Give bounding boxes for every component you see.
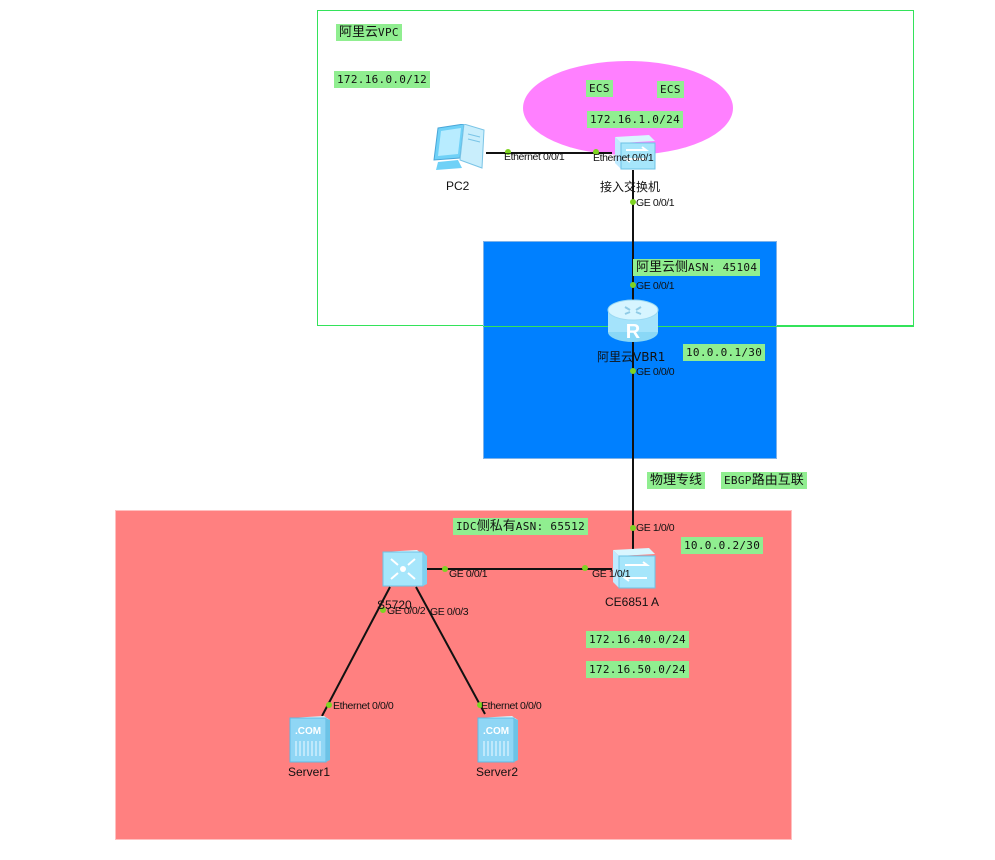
port-dot: [477, 702, 483, 708]
port-label-server1-eth: Ethernet 0/0/0: [333, 700, 394, 712]
vbr1-device[interactable]: R: [607, 298, 659, 349]
link-s5720-server2: [415, 586, 486, 715]
port-dot: [630, 368, 636, 374]
ce-ip-tag: 10.0.0.2/30: [681, 537, 764, 554]
port-label-sw-ge: GE 0/0/1: [636, 197, 675, 209]
port-label-s5720-ge3: GE 0/0/3: [430, 606, 469, 618]
ecs-cidr-tag: 172.16.1.0/24: [587, 111, 683, 128]
ebgp-tag: EBGP路由互联: [721, 472, 807, 489]
vpc-title-latin: VPC: [378, 26, 399, 39]
switch-icon: [613, 548, 656, 589]
port-label-ce-ge100: GE 1/0/0: [636, 522, 675, 534]
port-label-s5720-ge2: GE 0/0/2: [387, 605, 426, 617]
port-dot: [505, 149, 511, 155]
port-label-sw-eth: Ethernet 0/0/1: [593, 152, 654, 164]
vpc-cidr-tag: 172.16.0.0/12: [334, 71, 430, 88]
server-icon: .COM: [477, 716, 518, 763]
idc-asn-cjk: 侧私有: [476, 519, 516, 534]
access-switch-label: 接入交换机: [600, 180, 661, 194]
port-dot: [326, 702, 332, 708]
idc-asn-tag: IDC侧私有ASN: 65512: [453, 518, 589, 535]
ecs-tag-1: ECS: [586, 80, 613, 97]
port-label-pc2-eth: Ethernet 0/0/1: [504, 151, 565, 163]
physical-line-text: 物理专线: [650, 473, 703, 488]
server1-label: Server1: [288, 765, 331, 779]
ce6851-device[interactable]: [611, 546, 657, 595]
port-label-ce-ge101: GE 1/0/1: [592, 568, 631, 580]
vpc-title-tag: 阿里云VPC: [336, 24, 402, 41]
idc-asn-prefix: IDC: [456, 520, 477, 533]
ebgp-cjk: 路由互联: [751, 473, 804, 488]
server2-badge: .COM: [483, 726, 509, 737]
link-s5720-server1: [321, 586, 391, 717]
pc2-label: PC2: [446, 179, 470, 193]
ce6851-label: CE6851 A: [605, 595, 660, 609]
ecs-tag-2: ECS: [657, 81, 684, 98]
server1-badge: .COM: [295, 726, 321, 737]
svg-text:R: R: [626, 321, 641, 343]
vpc-title-cjk: 阿里云: [339, 25, 379, 40]
port-label-server2-eth: Ethernet 0/0/0: [481, 700, 542, 712]
port-dot: [630, 525, 636, 531]
port-dot: [442, 566, 448, 572]
net40-tag: 172.16.40.0/24: [586, 631, 689, 648]
port-dot: [380, 607, 386, 613]
s5720-label: S5720: [377, 598, 412, 612]
aliyun-asn-tag: 阿里云侧ASN: 45104: [633, 259, 761, 276]
router-icon: R: [607, 299, 659, 343]
s5720-device[interactable]: [381, 548, 429, 593]
aliyun-asn-cjk: 阿里云侧: [636, 260, 689, 275]
pc-icon: [433, 123, 485, 170]
port-label-s5720-ge1: GE 0/0/1: [449, 568, 488, 580]
net50-tag: 172.16.50.0/24: [586, 661, 689, 678]
l3-switch-icon: [382, 550, 427, 587]
port-dot: [630, 282, 636, 288]
port-label-vbr-ge1: GE 0/0/1: [636, 280, 675, 292]
port-dot: [582, 565, 588, 571]
port-label-vbr-ge0: GE 0/0/0: [636, 366, 675, 378]
idc-asn-value: ASN: 65512: [515, 520, 586, 533]
server-icon: .COM: [289, 716, 330, 763]
port-dot: [593, 149, 599, 155]
port-dot: [630, 199, 636, 205]
access-switch-device[interactable]: [611, 133, 657, 176]
vbr1-label: 阿里云VBR1: [597, 350, 666, 364]
pc2-device[interactable]: [432, 123, 488, 181]
ebgp-latin: EBGP: [724, 474, 752, 487]
aliyun-asn-value: ASN: 45104: [688, 261, 758, 274]
physical-line-tag: 物理专线: [647, 472, 706, 489]
port-dots: [326, 149, 636, 708]
server2-label: Server2: [476, 765, 519, 779]
vbr-ip-tag: 10.0.0.1/30: [683, 344, 766, 361]
vpc-zone-bottom-border: [483, 326, 914, 327]
server1-device[interactable]: .COM: [288, 714, 332, 769]
server2-device[interactable]: .COM: [476, 714, 520, 769]
switch-icon: [615, 135, 656, 170]
